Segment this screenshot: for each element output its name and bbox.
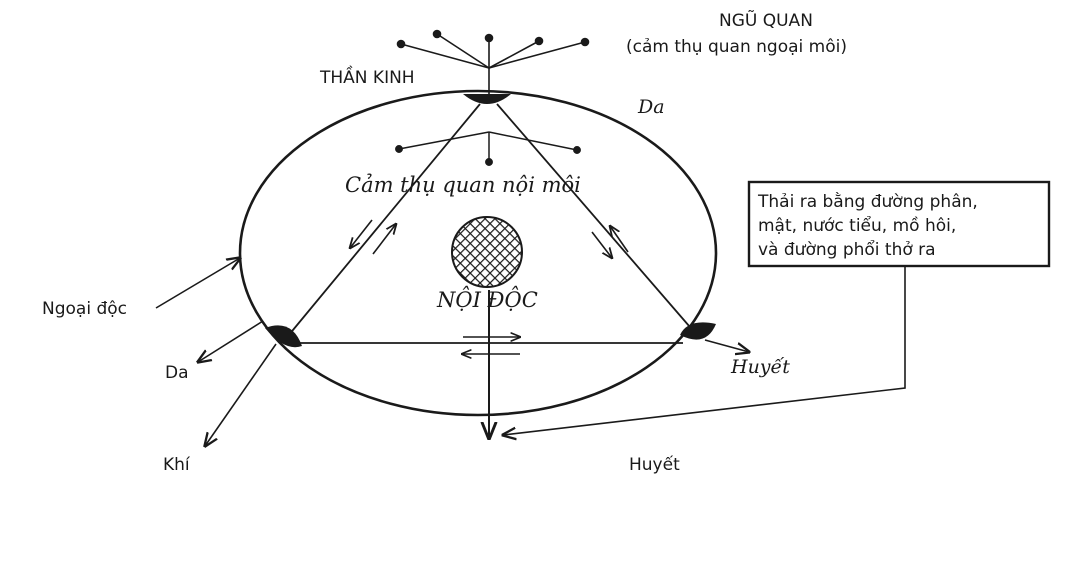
excretion-connector [503, 266, 906, 435]
label-cam-thu-noi: Cảm thụ quan nội môi [345, 173, 581, 197]
triangle-paths [287, 103, 697, 344]
arrow-to-blood-right [704, 339, 749, 352]
label-noi-doc: NỘI ĐỘC [436, 287, 538, 312]
arrow-left-down [350, 219, 373, 248]
label-cam-thu-ngoai: (cảm thụ quan ngoại môi) [626, 37, 847, 57]
label-da-left: Da [165, 363, 189, 383]
arrow-right-up [610, 226, 629, 253]
excretion-line-2: mật, nước tiểu, mồ hôi, [758, 215, 956, 236]
arrow-left-up [372, 224, 396, 255]
arrow-to-skin [198, 320, 264, 362]
arrow-external-toxin [155, 258, 240, 309]
arrow-right-down [591, 231, 612, 258]
internal-receptors [395, 131, 581, 166]
external-sense-organs [396, 29, 590, 95]
body-ellipse [238, 89, 718, 417]
label-huyet-right: Huyết [730, 356, 790, 378]
label-than-kinh: THẦN KINH [319, 64, 415, 88]
node-left [265, 325, 302, 348]
label-ngu-quan: NGŨ QUAN [719, 9, 813, 31]
excretion-line-3: và đường phổi thở ra [758, 239, 936, 260]
node-right [680, 322, 716, 340]
label-huyet-bottom: Huyết [629, 454, 680, 475]
excretion-line-1: Thải ra bằng đường phân, [757, 191, 978, 212]
arrow-to-air [205, 343, 277, 446]
label-ngoai-doc: Ngoại độc [42, 299, 127, 319]
nerve-node-top [463, 94, 511, 104]
label-da-top: Da [637, 96, 665, 118]
internal-toxin-core [451, 216, 523, 288]
excretion-box [747, 180, 1051, 268]
label-khi: Khí [163, 455, 191, 475]
